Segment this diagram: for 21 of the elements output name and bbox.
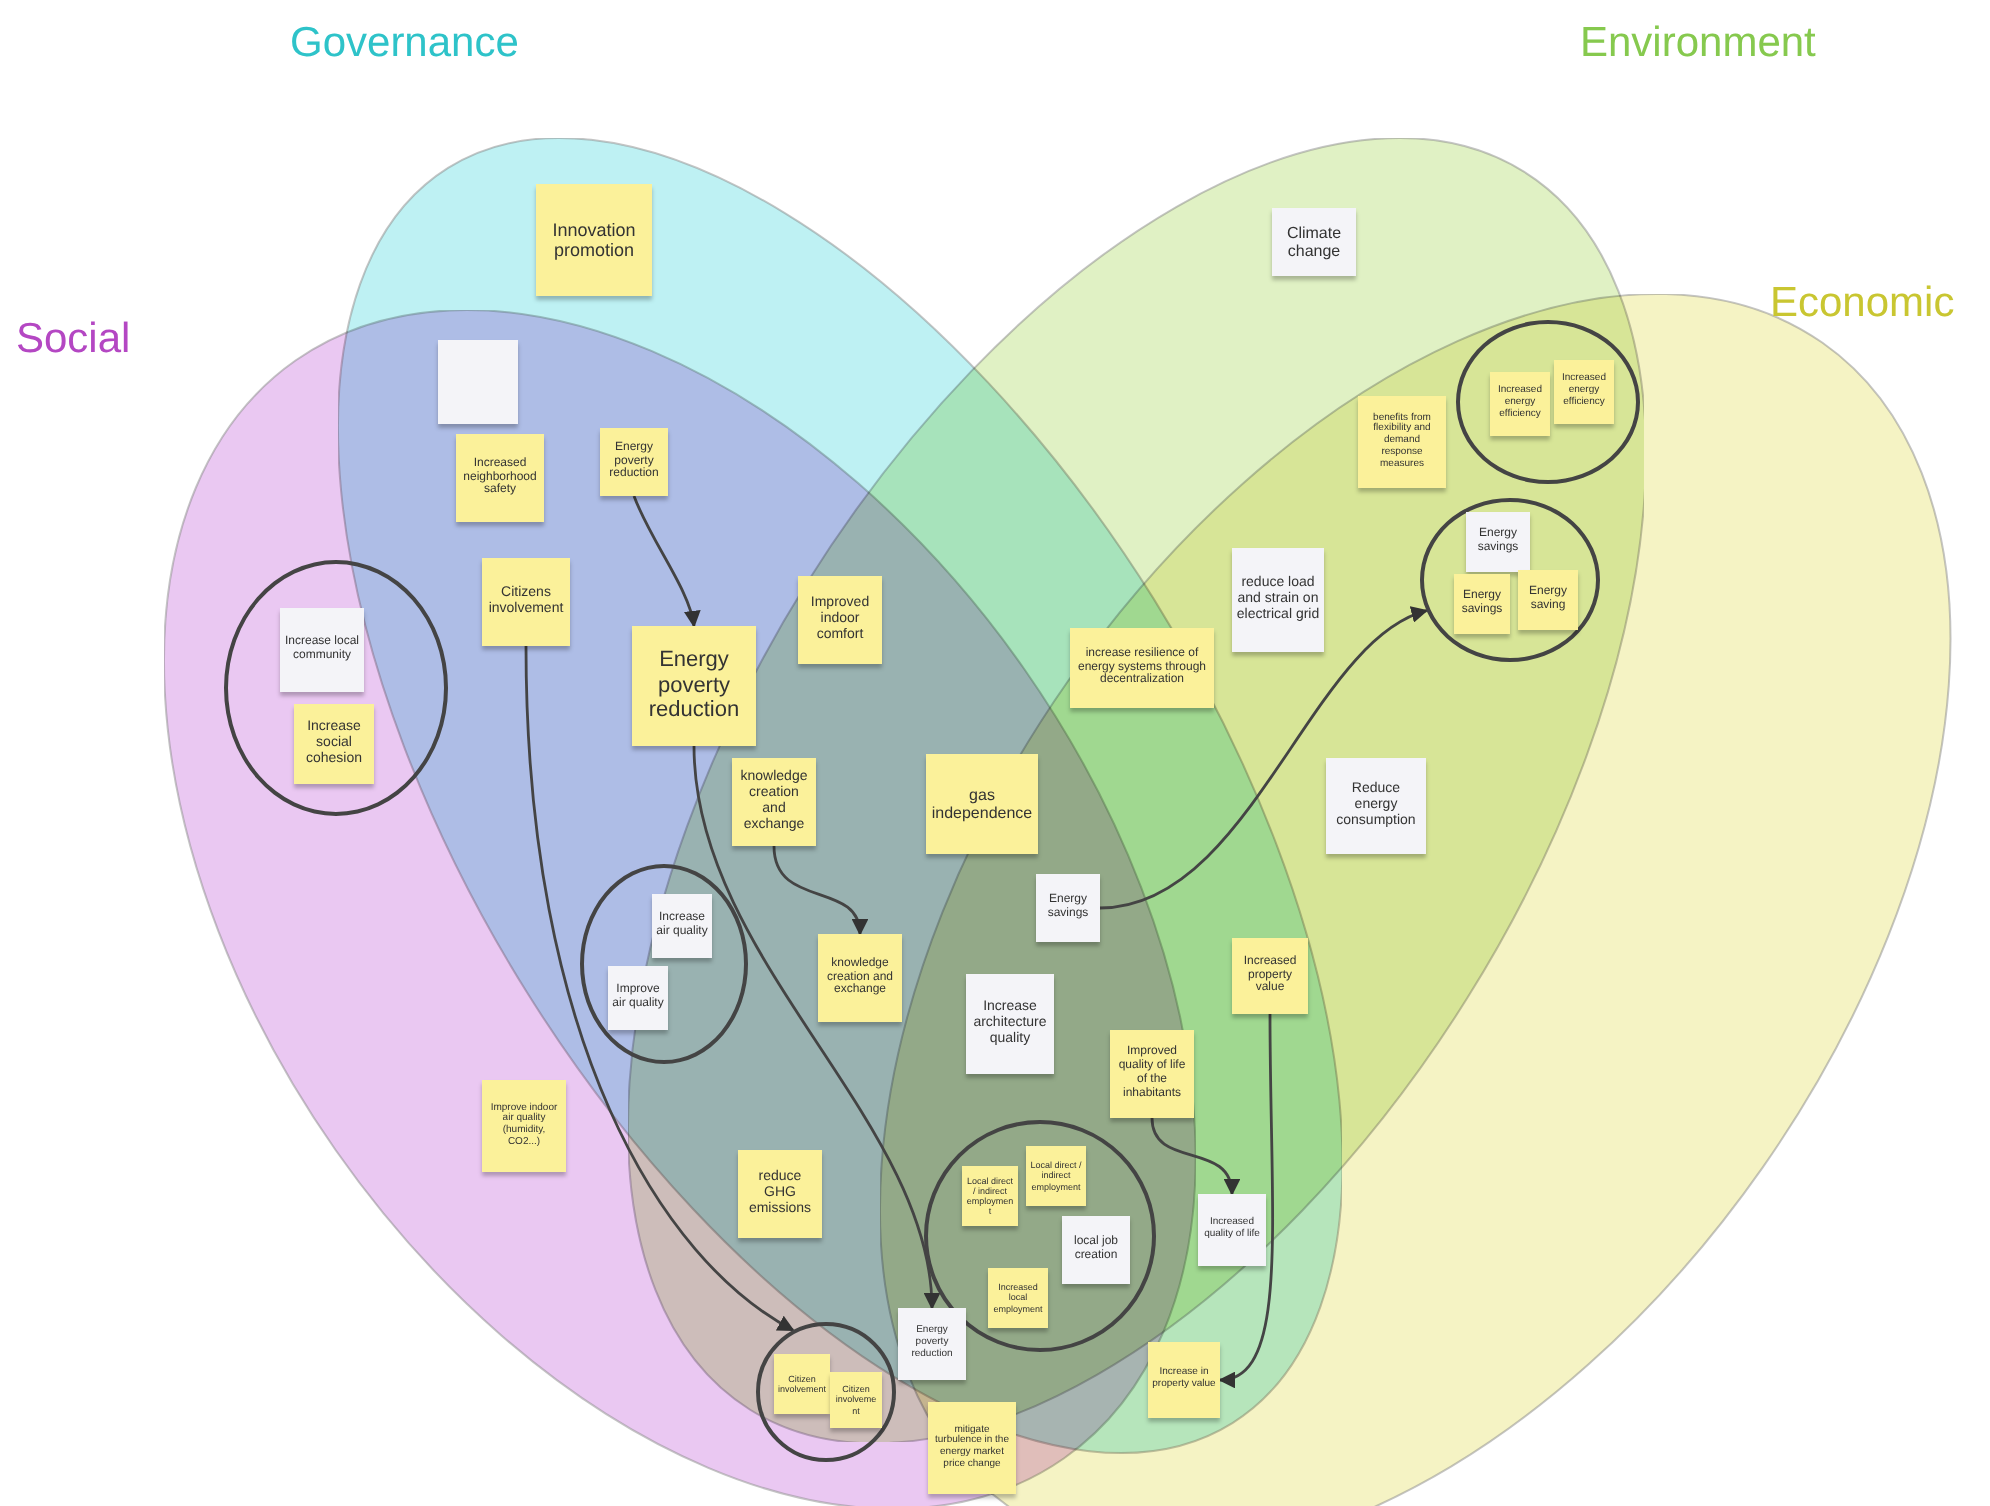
arrow xyxy=(524,645,795,1332)
arrow xyxy=(632,495,700,628)
sticky-note: gas independence xyxy=(926,754,1038,854)
sticky-note: Energy poverty reduction xyxy=(632,626,756,746)
arrow xyxy=(1218,1014,1274,1386)
set-title: Environment xyxy=(1580,20,1816,68)
circle-outline xyxy=(1456,320,1640,484)
arrow xyxy=(1099,608,1429,910)
set-title: Social xyxy=(16,316,131,364)
sticky-note: Climate change xyxy=(1272,208,1356,276)
circle-outline xyxy=(224,560,448,816)
circle-outline xyxy=(756,1322,896,1462)
set-title: Governance xyxy=(290,20,519,68)
set-title: Economic xyxy=(1770,280,1955,328)
arrow xyxy=(772,845,867,936)
sticky-note: Innovation promotion xyxy=(536,184,652,296)
circle-outline xyxy=(1420,498,1600,662)
sticky-note xyxy=(438,340,518,424)
arrow xyxy=(1150,1117,1239,1196)
arrow xyxy=(692,745,939,1310)
circle-outline xyxy=(580,864,748,1064)
